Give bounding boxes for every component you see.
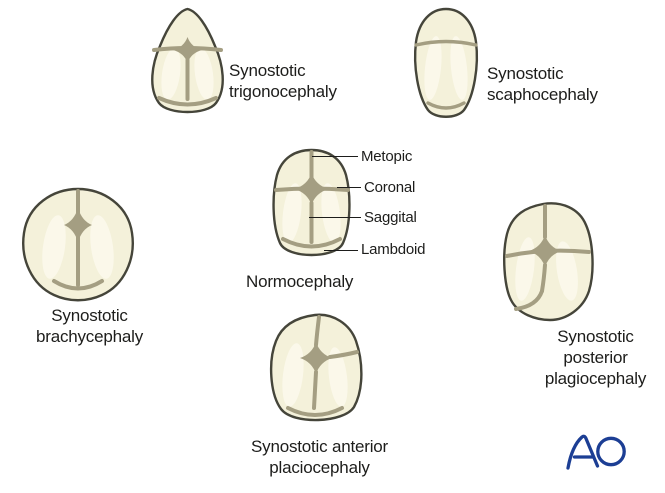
caption-anterior-placiocephaly: Synostotic anterior placiocephaly bbox=[251, 437, 388, 477]
lambdoid-leader-line bbox=[324, 250, 358, 251]
ao-logo bbox=[566, 434, 626, 470]
skull-anterior-placiocephaly bbox=[269, 313, 363, 422]
caption-brachycephaly: Synostotic brachycephaly bbox=[35, 306, 144, 346]
caption-trigonocephaly: Synostotic trigonocephaly bbox=[229, 61, 337, 101]
label-saggital: Saggital bbox=[364, 209, 417, 226]
caption-normocephaly: Normocephaly bbox=[246, 272, 354, 291]
coronal-leader-line bbox=[337, 187, 361, 188]
skull-normocephaly bbox=[272, 148, 351, 257]
label-coronal: Coronal bbox=[364, 179, 416, 196]
skull-brachycephaly bbox=[22, 187, 134, 302]
caption-scaphocephaly: Synostotic scaphocephaly bbox=[487, 64, 598, 104]
skull-posterior-plagiocephaly bbox=[503, 202, 594, 322]
skull-scaphocephaly bbox=[413, 7, 479, 118]
metopic-leader-line bbox=[312, 156, 358, 157]
label-metopic: Metopic bbox=[361, 148, 413, 165]
caption-posterior-plagiocephaly: Synostotic posterior plagiocephaly bbox=[544, 327, 647, 388]
skull-trigonocephaly bbox=[151, 7, 224, 114]
label-lambdoid: Lambdoid bbox=[361, 241, 426, 258]
saggital-leader-line bbox=[309, 217, 361, 218]
